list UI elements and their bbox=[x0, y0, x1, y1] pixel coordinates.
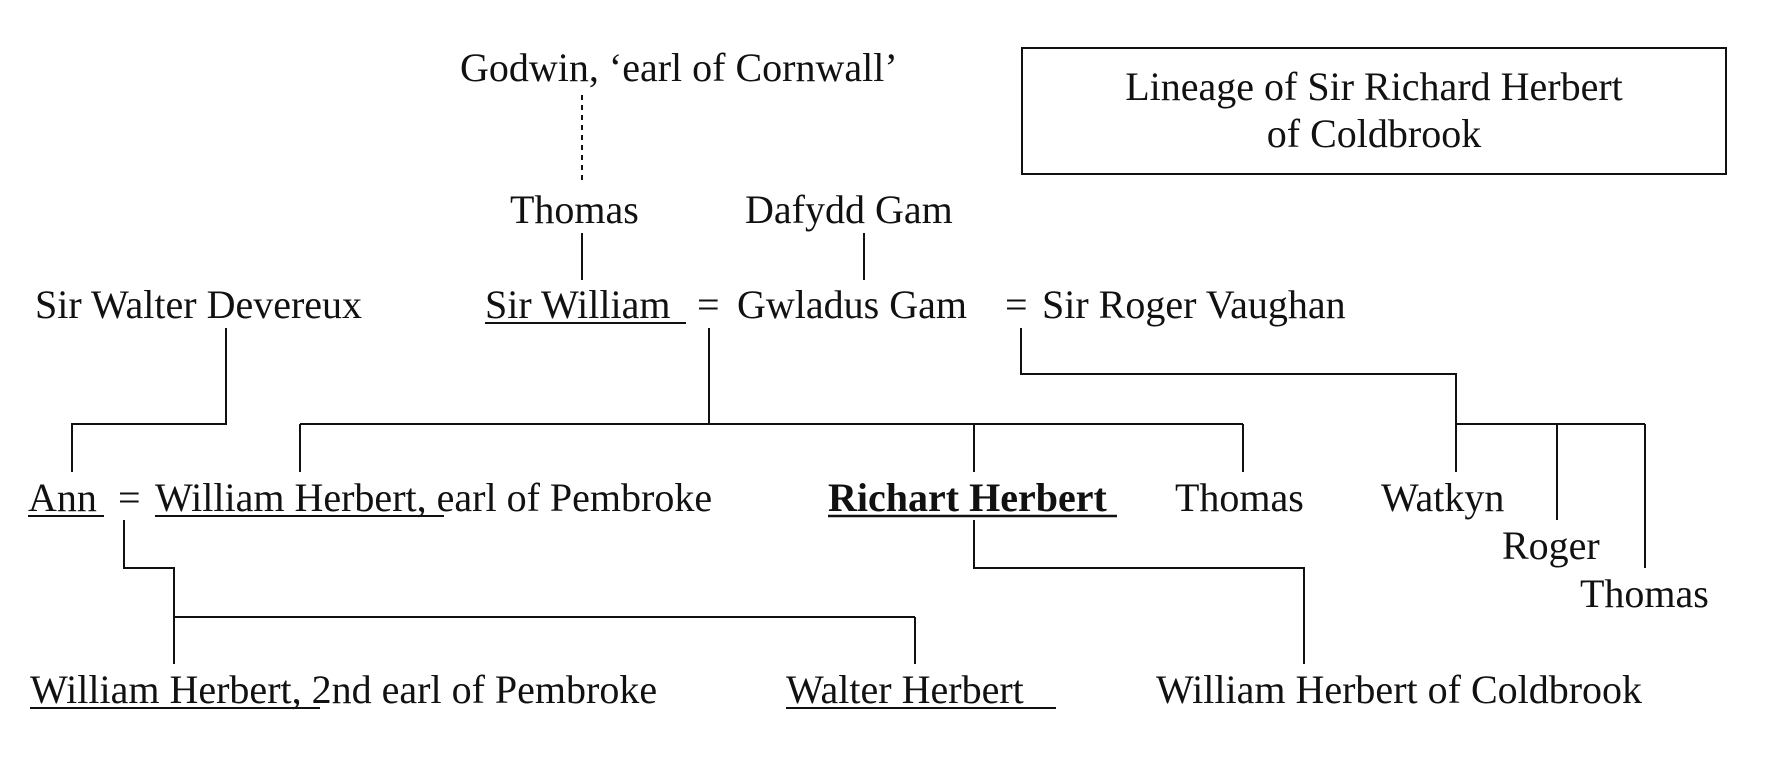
person-richart-herbert: Richart Herbert bbox=[828, 475, 1107, 520]
title-line-1: Lineage of Sir Richard Herbert bbox=[1125, 64, 1623, 109]
person-watkyn: Watkyn bbox=[1381, 475, 1504, 520]
person-roger: Roger bbox=[1502, 523, 1600, 568]
vaughan-descent-line bbox=[1020, 328, 1457, 472]
title-line-2: of Coldbrook bbox=[1267, 111, 1481, 156]
person-godwin: Godwin, ‘earl of Cornwall’ bbox=[460, 45, 898, 90]
marriage-symbol: = bbox=[1005, 282, 1028, 327]
person-william-herbert: William Herbert, earl of Pembroke bbox=[155, 475, 712, 520]
person-dafydd-gam: Dafydd Gam bbox=[745, 187, 953, 232]
person-walter-herbert: Walter Herbert bbox=[786, 667, 1024, 712]
william-herbert-2nd-title: , 2nd earl of Pembroke bbox=[292, 667, 657, 712]
person-walter-devereux: Sir Walter Devereux bbox=[35, 282, 362, 327]
marriage-symbol: = bbox=[118, 475, 141, 520]
william-herbert-2nd-name: William Herbert bbox=[30, 667, 292, 712]
pembroke-descent-line bbox=[123, 520, 175, 664]
william-herbert-title: , earl of Pembroke bbox=[417, 475, 712, 520]
devereux-to-ann-line bbox=[71, 328, 227, 472]
person-william-coldbrook: William Herbert of Coldbrook bbox=[1156, 667, 1642, 712]
person-gwladus-gam: Gwladus Gam bbox=[737, 282, 967, 327]
person-thomas-vaughan: Thomas bbox=[1580, 571, 1709, 616]
person-thomas-father: Thomas bbox=[510, 187, 639, 232]
person-thomas-son: Thomas bbox=[1175, 475, 1304, 520]
coldbrook-descent-line bbox=[973, 520, 1305, 664]
william-herbert-name: William Herbert bbox=[155, 475, 417, 520]
person-william-herbert-2nd: William Herbert, 2nd earl of Pembroke bbox=[30, 667, 657, 712]
title-box bbox=[1021, 47, 1727, 175]
person-sir-william: Sir William bbox=[485, 282, 670, 327]
person-roger-vaughan: Sir Roger Vaughan bbox=[1042, 282, 1346, 327]
person-ann: Ann bbox=[28, 475, 97, 520]
marriage-symbol: = bbox=[697, 282, 720, 327]
